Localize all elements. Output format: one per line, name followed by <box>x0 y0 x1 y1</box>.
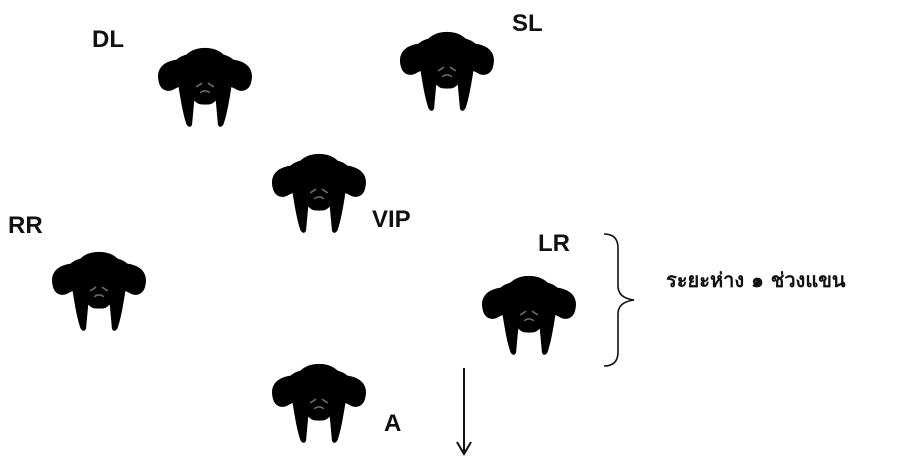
label-dl: DL <box>92 26 124 53</box>
label-lr: LR <box>538 230 570 257</box>
curly-brace-icon <box>600 232 640 368</box>
person-a-icon <box>264 356 374 446</box>
person-vip-icon <box>264 146 374 236</box>
label-vip: VIP <box>372 206 411 233</box>
label-a: A <box>384 410 402 437</box>
label-sl: SL <box>512 10 543 37</box>
person-lr-icon <box>474 268 584 358</box>
down-arrow-icon <box>452 368 476 456</box>
person-sl-icon <box>392 24 502 114</box>
person-rr-icon <box>44 244 154 334</box>
person-dl-icon <box>150 40 260 130</box>
distance-note: ระยะห่าง ๑ ช่วงแขน <box>666 268 846 292</box>
label-rr: RR <box>8 212 43 239</box>
